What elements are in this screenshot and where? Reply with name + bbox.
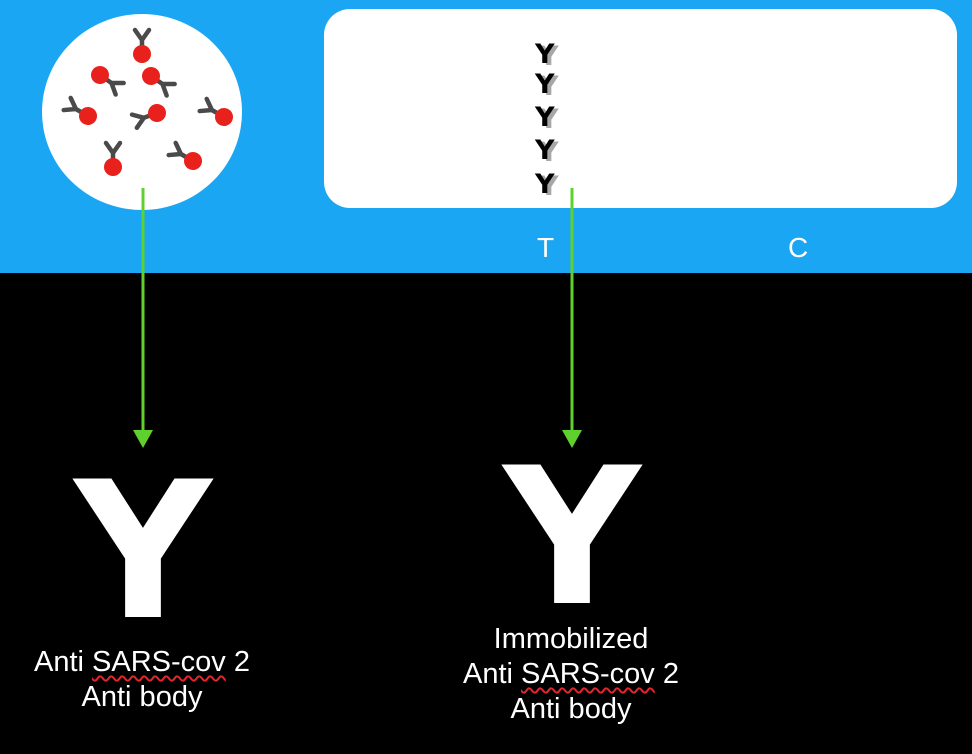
antigen-particle xyxy=(148,104,166,122)
antigen-particle xyxy=(142,67,160,85)
antigen-particle xyxy=(133,45,151,63)
free-antibody-large: Y xyxy=(74,441,212,662)
immobilized-antibody-4: Y xyxy=(535,135,555,166)
immobilized-antibody-large: Y xyxy=(503,427,641,648)
control-line-label: C xyxy=(788,232,809,263)
antigen-particle xyxy=(184,152,202,170)
spellcheck-flagged-word: SARS-cov xyxy=(92,646,226,678)
immobilized-antibody-5: Y xyxy=(535,169,555,200)
immobilized-antibody-caption-line0: Immobilized xyxy=(493,623,649,655)
immobilized-antibody-1: Y xyxy=(535,39,555,70)
immobilized-antibody-2: Y xyxy=(535,69,555,100)
free-antibody-caption-line2: Anti body xyxy=(81,681,203,713)
immobilized-antibody-caption: Immobilized Anti SARS-cov 2 Anti body xyxy=(411,622,731,727)
antibody-antigen-complex xyxy=(197,96,233,126)
antibody-antigen-complex xyxy=(91,66,126,97)
antibody-antigen-complex xyxy=(103,140,123,176)
right-arrow-head xyxy=(562,430,582,448)
antibody-antigen-complex xyxy=(166,140,202,170)
antibody-antigen-complex xyxy=(142,67,177,98)
antibody-antigen-complex xyxy=(129,104,166,131)
antibody-antigen-complex xyxy=(61,95,97,125)
free-antibody-caption-line1: Anti SARS-cov 2 xyxy=(34,646,250,678)
antigen-particle xyxy=(104,158,122,176)
antigen-particle xyxy=(79,107,97,125)
antibody-antigen-complex xyxy=(132,27,152,63)
left-arrow-head xyxy=(133,430,153,448)
spellcheck-flagged-word: SARS-cov xyxy=(521,658,655,690)
antigen-particle xyxy=(91,66,109,84)
immobilized-antibody-3: Y xyxy=(535,102,555,133)
test-strip xyxy=(324,9,957,208)
free-antibody-caption: Anti SARS-cov 2 Anti body xyxy=(0,645,302,715)
test-line-label: T xyxy=(537,232,555,263)
immobilized-antibody-caption-line1: Anti SARS-cov 2 xyxy=(463,658,679,690)
immobilized-antibody-caption-line2: Anti body xyxy=(510,693,632,725)
antigen-particle xyxy=(215,108,233,126)
